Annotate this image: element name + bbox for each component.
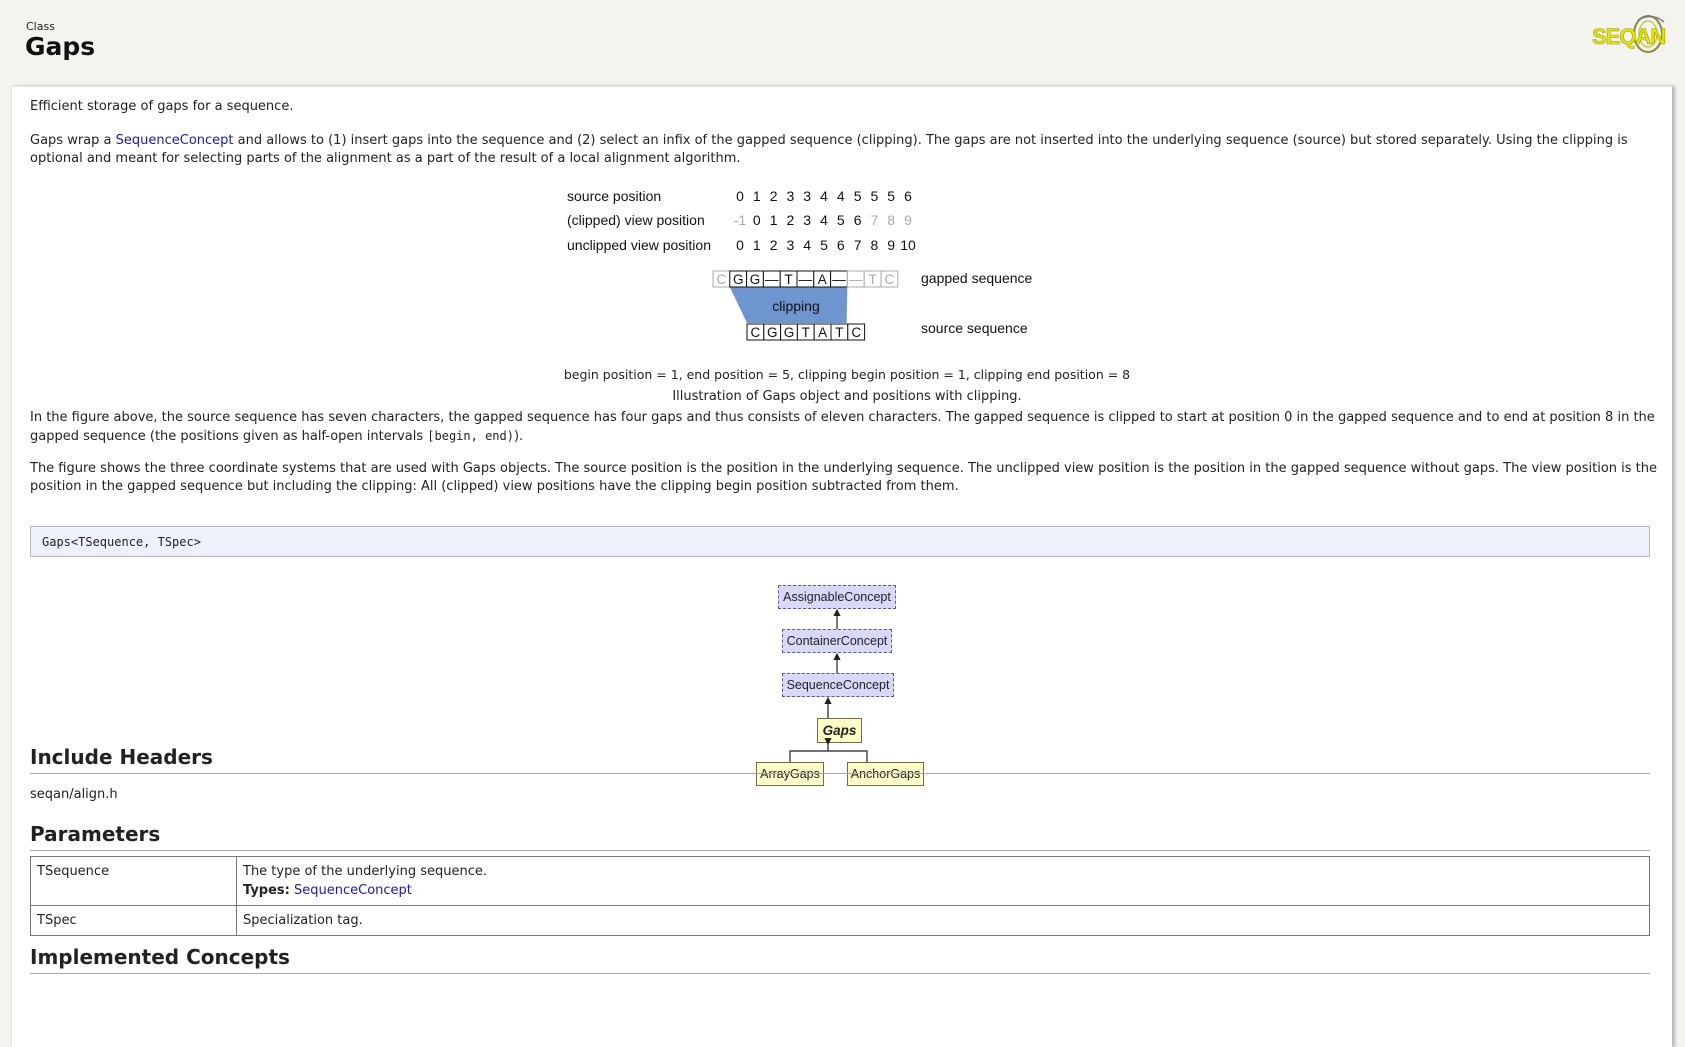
parameters-heading: Parameters: [30, 822, 1650, 851]
figure-position-value: 9: [904, 212, 912, 228]
seqan-logo-text: SEQAN: [1592, 24, 1665, 49]
figure-position-value: 0: [753, 212, 761, 228]
figure-position-value: 10: [900, 237, 916, 253]
seqan-logo[interactable]: SEQAN: [1590, 12, 1672, 62]
source-char: C: [851, 325, 861, 340]
figure-position-value: 4: [820, 212, 828, 228]
coordinate-systems-paragraph: The figure shows the three coordinate sy…: [30, 461, 1657, 494]
description-paragraph: Gaps wrap a SequenceConcept and allows t…: [30, 133, 1628, 166]
param-description: Specialization tag.: [236, 905, 1650, 936]
figure-position-value: 7: [871, 212, 879, 228]
figure-position-value: 8: [887, 212, 895, 228]
source-char: T: [835, 325, 843, 340]
figure-position-value: 3: [803, 212, 811, 228]
figure-position-value: 6: [837, 237, 845, 253]
source-char: G: [784, 325, 795, 340]
figure-position-value: 2: [787, 212, 795, 228]
figure-position-value: 4: [803, 237, 811, 253]
page-title: Gaps: [25, 32, 96, 61]
parameters-table: TSequence The type of the underlying seq…: [30, 856, 1650, 936]
gapped-char: T: [868, 272, 876, 287]
page-header: Class Gaps SEQAN: [0, 0, 1685, 86]
figure-position-value: 5: [837, 212, 845, 228]
hierarchy-arrows: [789, 608, 868, 762]
figure-position-value: 1: [753, 237, 761, 253]
source-char: C: [751, 325, 761, 340]
include-file: seqan/align.h: [30, 787, 118, 802]
interval-code: [begin, end): [427, 429, 514, 443]
types-sequence-concept-link[interactable]: SequenceConcept: [294, 883, 412, 898]
include-headers-heading: Include Headers: [30, 745, 1650, 774]
gapped-char: —: [849, 272, 863, 287]
figure-explanation-paragraph: In the figure above, the source sequence…: [30, 410, 1655, 444]
class-box-anchor-gaps[interactable]: AnchorGaps: [847, 762, 924, 786]
gapped-char: —: [765, 272, 779, 287]
concept-box-sequence[interactable]: SequenceConcept: [782, 673, 894, 697]
source-cell: [847, 323, 866, 341]
concept-box-container[interactable]: ContainerConcept: [782, 629, 892, 653]
short-description: Efficient storage of gaps for a sequence…: [30, 99, 294, 114]
figure-position-value: 5: [887, 191, 895, 204]
source-char: T: [802, 325, 810, 340]
figure-position-value: 1: [753, 191, 761, 204]
figure-position-value: 2: [770, 191, 778, 204]
sequence-concept-link[interactable]: SequenceConcept: [115, 133, 234, 148]
figure-position-value: -1: [734, 212, 747, 228]
implemented-concepts-heading: Implemented Concepts: [30, 945, 1650, 974]
figure-position-value: 0: [736, 237, 744, 253]
entity-kind: Class: [26, 20, 55, 33]
source-sequence-label: source sequence: [921, 320, 1028, 336]
clipping-region: [729, 287, 848, 323]
param-name: TSpec: [30, 905, 237, 936]
gapped-cell: [880, 270, 899, 288]
figure-position-value: 5: [871, 191, 879, 204]
figure-row-label: unclipped view position: [567, 237, 711, 253]
figure-position-value: 6: [904, 191, 912, 204]
concept-box-assignable[interactable]: AssignableConcept: [778, 585, 896, 609]
figure-position-value: 5: [854, 191, 862, 204]
figure-caption: Illustration of Gaps object and position…: [672, 389, 1022, 404]
gapped-char: G: [750, 272, 761, 287]
gapped-sequence-label: gapped sequence: [921, 270, 1033, 286]
gapped-char: T: [784, 272, 792, 287]
figure-row-label: (clipped) view position: [567, 212, 705, 228]
figure-position-value: 1: [770, 212, 778, 228]
gapped-char: G: [733, 272, 744, 287]
figure-position-value: 2: [770, 237, 778, 253]
gapped-char: A: [818, 272, 827, 287]
param-description: The type of the underlying sequence. Typ…: [236, 856, 1650, 906]
class-box-array-gaps[interactable]: ArrayGaps: [756, 762, 824, 786]
class-signature: Gaps<TSequence, TSpec>: [30, 526, 1650, 557]
figure-position-value: 0: [736, 191, 744, 204]
figure-row-label: source position: [567, 191, 661, 204]
clipping-label: clipping: [772, 298, 819, 314]
param-name: TSequence: [30, 856, 237, 906]
figure-position-value: 3: [803, 191, 811, 204]
figure-position-value: 3: [787, 237, 795, 253]
figure-position-value: 6: [854, 212, 862, 228]
gapped-char: C: [885, 272, 895, 287]
gapped-char: C: [717, 272, 727, 287]
main-content: Efficient storage of gaps for a sequence…: [11, 86, 1672, 1047]
types-label: Types:: [243, 883, 290, 898]
figure-position-value: 9: [887, 237, 895, 253]
source-char: A: [818, 325, 827, 340]
figure-position-value: 3: [787, 191, 795, 204]
figure-positions-caption: begin position = 1, end position = 5, cl…: [563, 367, 1131, 382]
table-row: TSpec Specialization tag.: [30, 905, 1650, 936]
figure-position-value: 4: [820, 191, 828, 204]
class-box-gaps[interactable]: Gaps: [817, 718, 862, 743]
figure-position-value: 5: [820, 237, 828, 253]
figure-position-value: 8: [871, 237, 879, 253]
gapped-char: —: [799, 272, 813, 287]
figure-position-value: 7: [854, 237, 862, 253]
figure-position-value: 4: [837, 191, 845, 204]
gapped-char: —: [832, 272, 846, 287]
source-char: G: [767, 325, 778, 340]
table-row: TSequence The type of the underlying seq…: [30, 856, 1650, 906]
